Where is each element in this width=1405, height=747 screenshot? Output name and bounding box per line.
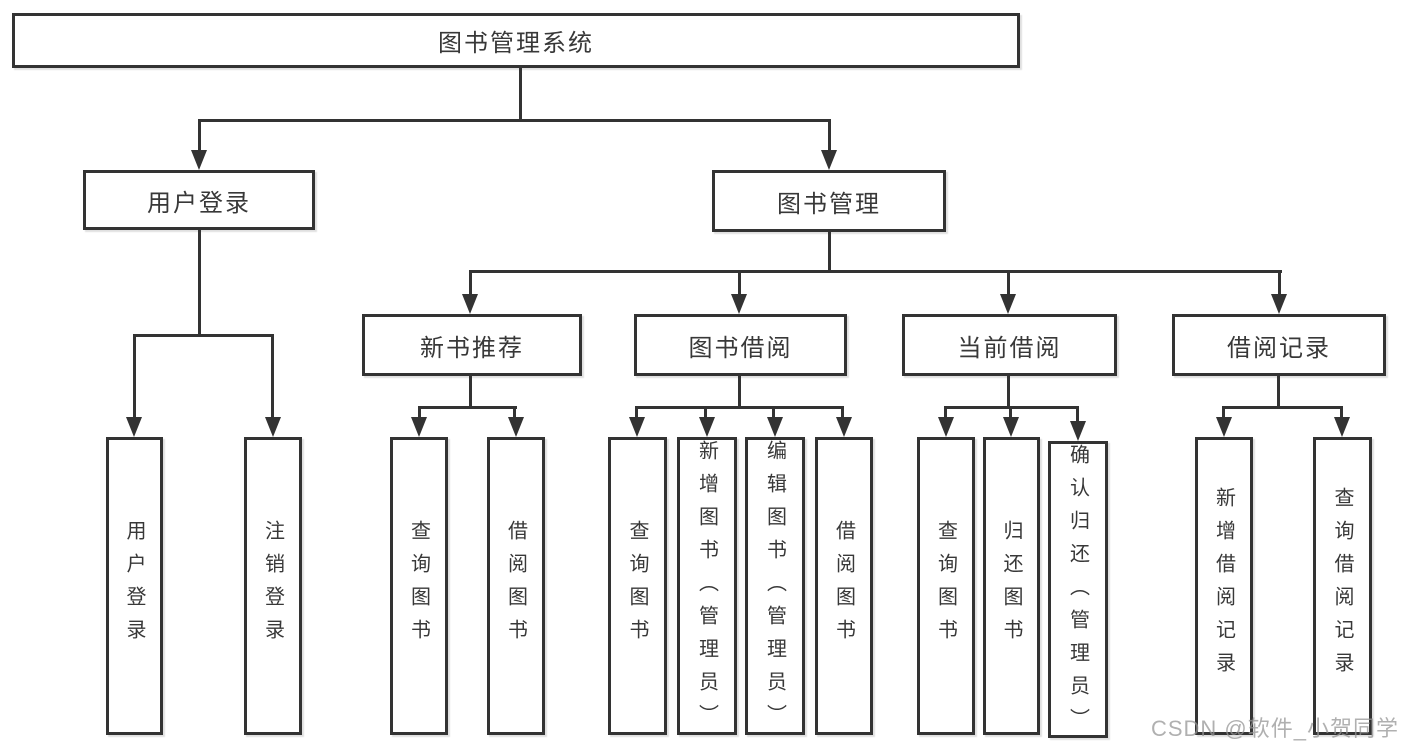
connector-vline xyxy=(1076,406,1079,422)
arrowhead-down-icon xyxy=(265,417,281,437)
arrowhead-down-icon xyxy=(1003,417,1019,437)
connector-hline xyxy=(198,119,831,122)
connector-vline xyxy=(198,119,201,152)
arrowhead-down-icon xyxy=(699,417,715,437)
connector-vline xyxy=(1277,376,1280,409)
node-borrowing-records: 借阅记录 xyxy=(1172,314,1386,376)
csdn-watermark: CSDN @软件_小贺同学 xyxy=(1150,716,1399,741)
connector-hline xyxy=(469,270,1282,273)
connector-hline xyxy=(133,334,274,337)
leaf-records-query-borrow-record: 查询借阅记录 xyxy=(1313,437,1372,735)
connector-vline xyxy=(198,230,201,337)
leaf-records-add-borrow-record: 新增借阅记录 xyxy=(1195,437,1253,735)
leaf-current-confirm-return-admin: 确认归还（管理员） xyxy=(1048,441,1108,741)
connector-hline xyxy=(418,406,517,409)
leaf-current-query-books: 查询图书 xyxy=(917,437,975,735)
connector-vline xyxy=(828,232,831,273)
arrowhead-down-icon xyxy=(462,294,478,314)
arrowhead-down-icon xyxy=(508,417,524,437)
leaf-borrowing-query-books: 查询图书 xyxy=(608,437,667,735)
leaf-recommend-borrow-books: 借阅图书 xyxy=(487,437,545,735)
connector-vline xyxy=(1007,376,1010,409)
arrowhead-down-icon xyxy=(767,417,783,437)
connector-vline xyxy=(738,270,741,297)
connector-vline xyxy=(519,68,522,121)
connector-vline xyxy=(418,406,421,418)
arrowhead-down-icon xyxy=(191,150,207,170)
leaf-borrowing-borrow-books: 借阅图书 xyxy=(815,437,873,735)
connector-vline xyxy=(469,376,472,409)
node-library-management-system: 图书管理系统 xyxy=(12,13,1020,68)
connector-vline xyxy=(635,406,638,418)
leaf-borrowing-add-books-admin: 新增图书（管理员） xyxy=(677,437,737,737)
arrowhead-down-icon xyxy=(731,294,747,314)
arrowhead-down-icon xyxy=(411,417,427,437)
node-book-borrowing: 图书借阅 xyxy=(634,314,847,376)
arrowhead-down-icon xyxy=(836,417,852,437)
leaf-borrowing-edit-books-admin: 编辑图书（管理员） xyxy=(745,437,805,737)
connector-hline xyxy=(635,406,844,409)
arrowhead-down-icon xyxy=(126,417,142,437)
node-new-book-recommend: 新书推荐 xyxy=(362,314,582,376)
leaf-recommend-query-books: 查询图书 xyxy=(390,437,448,735)
leaf-user-login: 用户登录 xyxy=(106,437,163,735)
connector-vline xyxy=(828,119,831,152)
leaf-current-return-books: 归还图书 xyxy=(983,437,1040,735)
connector-vline xyxy=(772,406,775,418)
arrowhead-down-icon xyxy=(629,417,645,437)
connector-vline xyxy=(841,406,844,418)
connector-vline xyxy=(1009,406,1012,418)
connector-vline xyxy=(133,334,136,418)
arrowhead-down-icon xyxy=(1070,421,1086,441)
connector-vline xyxy=(469,270,472,297)
connector-vline xyxy=(1340,406,1343,418)
connector-vline xyxy=(738,376,741,409)
connector-vline xyxy=(944,406,947,418)
connector-vline xyxy=(1278,270,1281,297)
node-user-login: 用户登录 xyxy=(83,170,315,230)
arrowhead-down-icon xyxy=(821,150,837,170)
arrowhead-down-icon xyxy=(1000,294,1016,314)
connector-vline xyxy=(1222,406,1225,418)
arrowhead-down-icon xyxy=(1216,417,1232,437)
arrowhead-down-icon xyxy=(938,417,954,437)
node-book-management: 图书管理 xyxy=(712,170,946,232)
connector-vline xyxy=(513,406,516,418)
node-current-borrowing: 当前借阅 xyxy=(902,314,1117,376)
connector-vline xyxy=(704,406,707,418)
arrowhead-down-icon xyxy=(1334,417,1350,437)
connector-vline xyxy=(1007,270,1010,297)
connector-hline xyxy=(1222,406,1342,409)
connector-vline xyxy=(271,334,274,418)
leaf-logout: 注销登录 xyxy=(244,437,302,735)
arrowhead-down-icon xyxy=(1271,294,1287,314)
